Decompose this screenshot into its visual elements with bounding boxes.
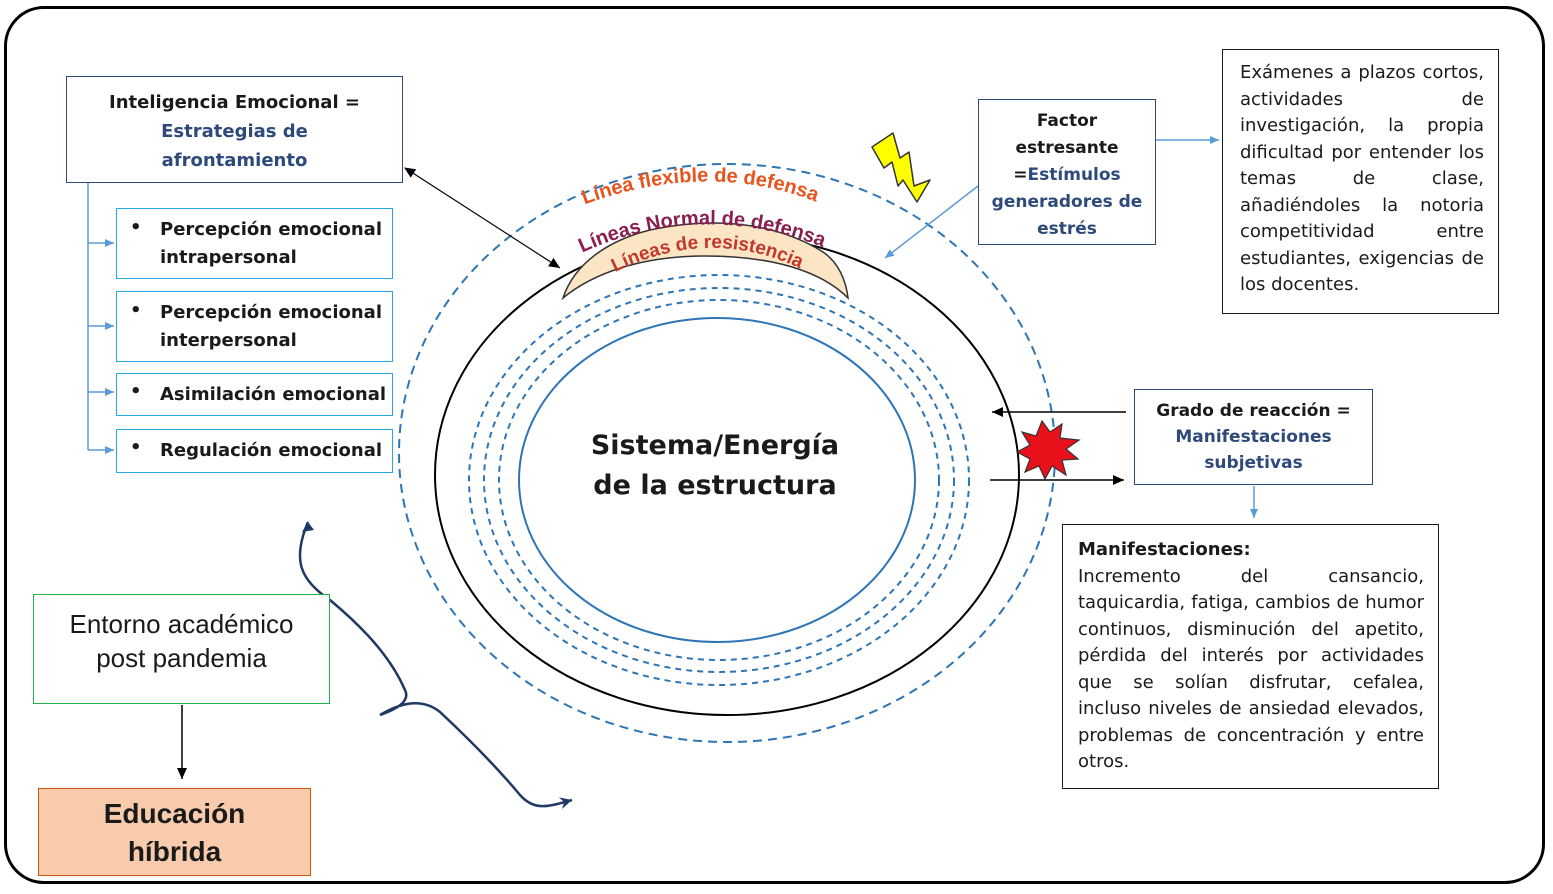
grado-line-3: subjetivas xyxy=(1204,453,1303,473)
core-ring xyxy=(518,317,916,643)
reaction-degree-box: Grado de reacción = Manifestaciones subj… xyxy=(1134,389,1373,485)
entorno-line-1: Entorno académico xyxy=(69,609,294,639)
edu-line-2: híbrida xyxy=(127,836,222,867)
explosion-burst-icon xyxy=(1015,419,1081,481)
inner-dashed-ring-3 xyxy=(498,299,940,661)
stressors-description-box: Exámenes a plazos cortos, actividades de… xyxy=(1222,49,1499,314)
factor-line-4: generadores de xyxy=(991,192,1143,212)
hybrid-education-box: Educación híbrida xyxy=(38,788,311,876)
dimension-label: Percepción emocional xyxy=(160,302,382,323)
resistance-crescent xyxy=(561,222,849,301)
dimension-item-interpersonal: • Percepción emocional interpersonal xyxy=(116,291,393,362)
bullet: • xyxy=(130,300,142,321)
ie-title: Inteligencia Emocional = xyxy=(109,92,360,113)
center-line-2: de la estructura xyxy=(593,470,837,501)
factor-stimuli: Estímulos xyxy=(1027,165,1121,185)
dimension-label-2: intrapersonal xyxy=(160,247,297,268)
bullet: • xyxy=(130,217,142,238)
manifestations-title: Manifestaciones: xyxy=(1078,539,1251,560)
dimensions-tree xyxy=(87,183,114,454)
inner-dashed-ring-2 xyxy=(483,287,955,673)
ie-subtitle-1: Estrategias de xyxy=(161,121,308,142)
dimension-label: Asimilación emocional xyxy=(160,384,387,405)
inner-dashed-ring-1 xyxy=(468,274,970,686)
factor-line-3: =Estímulos xyxy=(979,162,1155,189)
factor-line-1: Factor xyxy=(1036,111,1098,131)
manifestations-body: Incremento del cansancio, taquicardia, f… xyxy=(1078,565,1424,773)
curly-brace-connector xyxy=(298,521,573,809)
flexible-defense-label: Línea flexible de defensa xyxy=(579,164,823,209)
system-energy-label: Sistema/Energía de la estructura xyxy=(560,426,870,506)
dimension-label-2: interpersonal xyxy=(160,330,297,351)
ie-subtitle-2: afrontamiento xyxy=(161,150,308,171)
brace-top-arrowhead xyxy=(302,522,314,532)
entorno-line-2: post pandemia xyxy=(96,643,267,673)
grado-line-1: Grado de reacción = xyxy=(1156,401,1351,421)
bullet: • xyxy=(130,437,142,458)
grado-line-2: Manifestaciones xyxy=(1175,427,1332,447)
dimension-item-regulacion: • Regulación emocional xyxy=(116,429,393,473)
dimension-item-intrapersonal: • Percepción emocional intrapersonal xyxy=(116,208,393,279)
outer-frame xyxy=(4,6,1545,884)
lightning-icon xyxy=(871,132,931,203)
emotional-intelligence-box: Inteligencia Emocional = Estrategias de … xyxy=(66,76,403,183)
ie-crescent-arrow xyxy=(404,167,561,269)
factor-to-ring-arrow xyxy=(884,185,979,259)
stressor-factor-box: Factor estresante =Estímulos generadores… xyxy=(978,99,1156,245)
academic-environment-box: Entorno académico post pandemia xyxy=(33,594,330,704)
center-line-1: Sistema/Energía xyxy=(590,430,840,461)
dimension-label: Percepción emocional xyxy=(160,219,382,240)
dimension-label: Regulación emocional xyxy=(160,440,383,461)
factor-equals: = xyxy=(1013,165,1028,185)
edu-line-1: Educación xyxy=(103,798,246,829)
bullet: • xyxy=(130,381,142,402)
dimension-item-asimilacion: • Asimilación emocional xyxy=(116,373,393,416)
stressors-text: Exámenes a plazos cortos, actividades de… xyxy=(1240,62,1484,295)
manifestations-box: Manifestaciones: Incremento del cansanci… xyxy=(1062,524,1439,789)
factor-line-2: estresante xyxy=(1015,138,1119,158)
factor-line-5: estrés xyxy=(1037,219,1097,239)
